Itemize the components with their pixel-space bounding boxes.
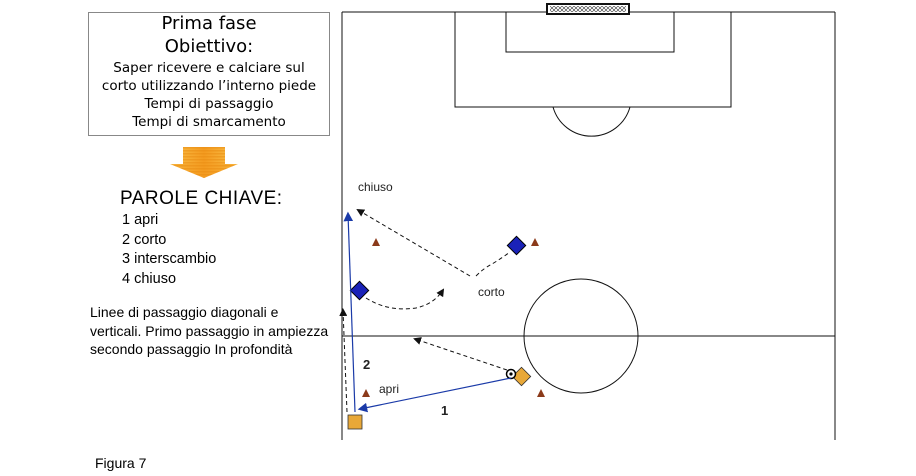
objective-box: Prima fase Obiettivo: Saper ricevere e c… — [88, 12, 330, 136]
objective-line: Tempi di passaggio — [144, 96, 274, 112]
figure-caption: Figura 7 — [95, 455, 147, 471]
goal-icon — [546, 3, 630, 15]
objective-line: corto utilizzando l’interno piede — [101, 78, 317, 94]
label-pass-2: 2 — [363, 357, 370, 372]
cone-icon — [537, 389, 545, 397]
pass-lines — [343, 211, 512, 413]
keyword-item: 2 corto — [122, 231, 167, 248]
objective-line: Saper ricevere e calciare sul — [113, 60, 305, 76]
objective-line: Tempi di smarcamento — [132, 114, 286, 130]
movement-lines — [339, 208, 511, 413]
yellow-player-icon — [347, 414, 363, 430]
objective-title: Prima fase — [161, 13, 257, 34]
cone-icon — [362, 389, 370, 397]
keywords-title: PAROLE CHIAVE: — [120, 188, 283, 209]
label-apri: apri — [379, 382, 399, 396]
keyword-item: 4 chiuso — [122, 270, 177, 287]
field-lines — [341, 11, 836, 440]
description-text: Linee di passaggio diagonali e verticali… — [90, 304, 329, 357]
label-chiuso: chiuso — [358, 180, 393, 194]
keyword-item: 3 interscambio — [122, 251, 217, 267]
yellow-player-icon — [511, 366, 532, 387]
blue-player-icon — [349, 280, 370, 301]
ball-icon — [505, 368, 517, 380]
keywords-list: 1 apri 2 corto 3 interscambio 4 chiuso — [122, 211, 216, 289]
keyword-item: 1 apri — [122, 212, 159, 228]
cone-icon — [372, 238, 380, 246]
cone-icon — [531, 238, 539, 246]
label-corto: corto — [478, 285, 505, 299]
label-pass-1: 1 — [441, 403, 448, 418]
down-arrow-icon — [170, 147, 238, 178]
objective-subtitle: Obiettivo: — [164, 36, 254, 57]
blue-player-icon — [506, 235, 527, 256]
